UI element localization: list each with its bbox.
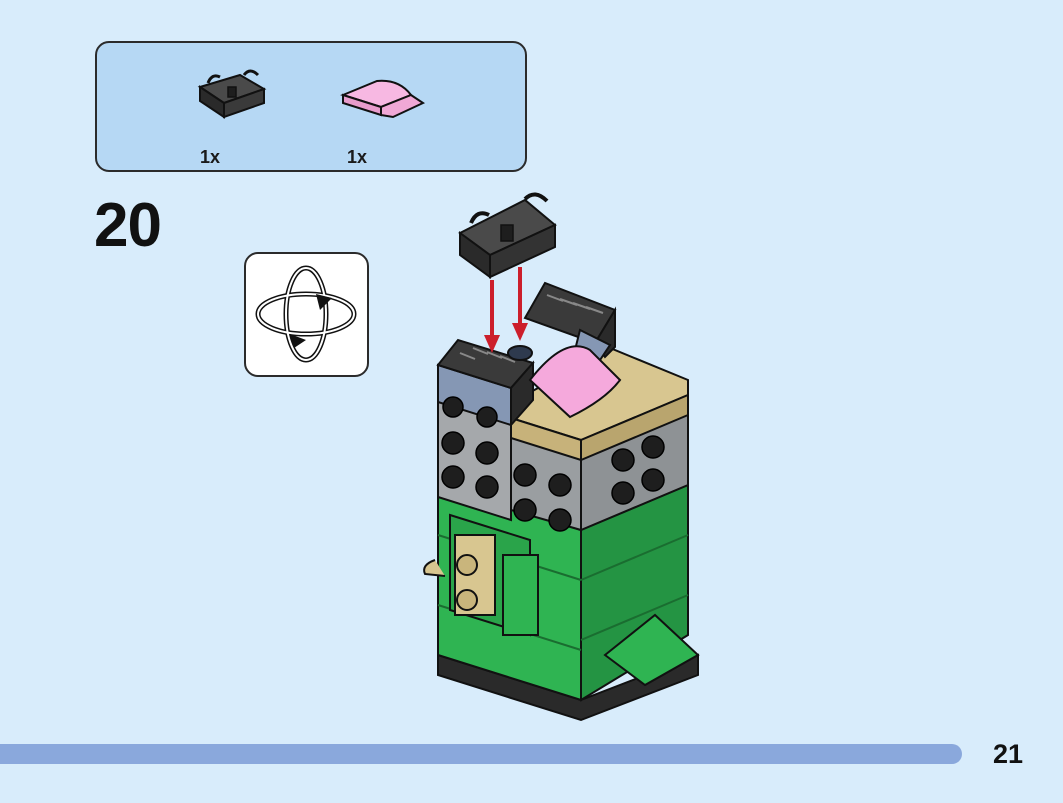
part-item-pink-slope: 1x xyxy=(337,65,447,167)
black-clip-bracket-icon xyxy=(197,69,267,119)
rotate-model-icon xyxy=(255,265,357,363)
page-number: 21 xyxy=(992,739,1023,769)
rotate-indicator xyxy=(244,252,369,377)
page-progress-bar xyxy=(0,744,962,764)
build-step-illustration xyxy=(405,185,715,730)
pink-curved-slope-icon xyxy=(340,79,426,119)
parts-list-panel: 1x 1x xyxy=(95,41,527,172)
step-number: 20 xyxy=(94,191,162,260)
part-qty: 1x xyxy=(347,147,368,167)
part-qty: 1x xyxy=(200,147,221,167)
part-item-black-clip: 1x xyxy=(192,65,302,167)
